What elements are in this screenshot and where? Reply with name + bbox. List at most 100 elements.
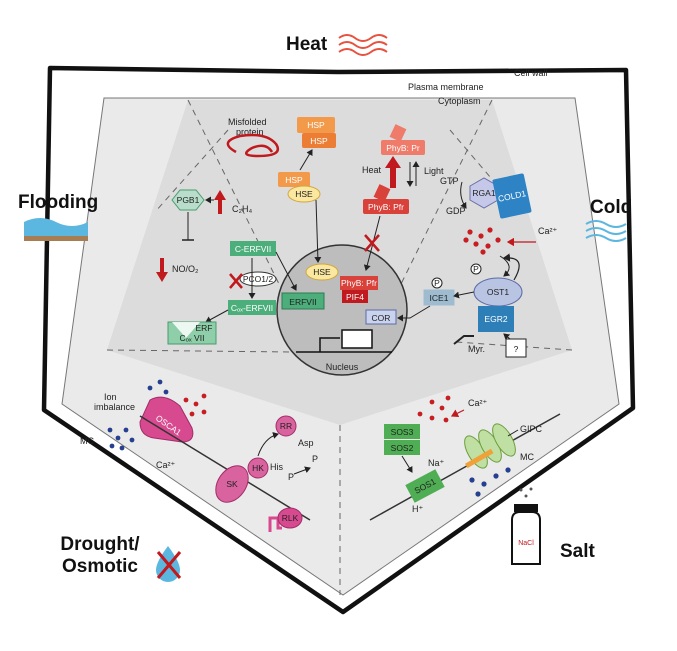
his-label: His (270, 462, 283, 472)
egr2-node: EGR2 (478, 306, 514, 332)
salt-ca-dots (417, 395, 451, 423)
sk-node: SK (215, 465, 249, 503)
drought-mc-label: MC (80, 436, 94, 446)
ost1-to-ice1-arrow (453, 291, 475, 299)
hse-label: HSE (295, 189, 313, 199)
c-erfvii-to-erfvii-arrow (275, 251, 297, 291)
salt-mc-label: MC (520, 452, 534, 462)
phyb-pr-label: PhyB: Pr (386, 143, 420, 153)
sk-label: SK (226, 479, 238, 489)
unknown-signal-node: ? (505, 338, 527, 358)
nacl-label: NaCl (518, 540, 534, 547)
c-erfvii-node: C-ERFVII (230, 241, 276, 256)
heat-waves-icon (338, 34, 388, 56)
salt-ca-label: Ca²⁺ (468, 398, 488, 408)
cold-ca-dots (463, 227, 501, 255)
membrane-line-salt (369, 413, 561, 521)
ost1-feedback-arrow (502, 253, 520, 281)
ice1-node: ICE1 (423, 289, 455, 306)
pif4-node: PIF4 (342, 290, 368, 303)
heat-up-arrow-icon (385, 156, 401, 188)
myr-label: Myr. (468, 344, 485, 354)
block-x-icon (364, 234, 380, 252)
cox-erfvii-node: Cₒₓ-ERFVII (228, 300, 276, 315)
unknown-signal-label: ? (514, 344, 519, 354)
heat-stress-label: Heat (286, 34, 328, 55)
hsp-mid-label: HSP (310, 136, 328, 146)
phyb-pr-node: PhyB: Pr (381, 124, 425, 155)
erfvii-label: ERFVII (289, 297, 316, 307)
hk-label: HK (252, 463, 264, 473)
myristoyl-anchor (453, 335, 474, 345)
cell-wall-label: Cell wall (514, 68, 548, 78)
pgb1-label: PGB1 (177, 195, 200, 205)
hsp-node-top: HSP (297, 117, 335, 133)
hse-node: HSE (287, 185, 321, 203)
ost1-node: OST1 (473, 277, 523, 307)
asp-label: Asp (298, 438, 314, 448)
cold1-node: COLD1 (492, 173, 532, 219)
flooding-stress-label: Flooding (18, 192, 98, 213)
his-to-asp-arrow (293, 466, 311, 475)
his-p-label: P (288, 472, 294, 482)
ca-to-ost1-arrow (499, 255, 511, 277)
plasma-membrane-label: Plasma membrane (408, 82, 484, 92)
ethylene-up-arrow-icon (214, 190, 226, 214)
rga1-label: RGA1 (472, 188, 495, 198)
ion-imbalance-label-2: imbalance (94, 402, 135, 412)
gipc-channel (464, 423, 516, 469)
c2h4-label: C₂H₄ (232, 204, 252, 214)
hk-node: HK (247, 457, 269, 479)
cox-erfvii-label: Cₒₓ-ERFVII (231, 303, 273, 313)
nucleus-hse-node: HSE (305, 263, 339, 281)
heat-label: Heat (362, 165, 382, 175)
hsp-node-bottom: HSP (278, 172, 310, 187)
gtp-gdp-arrow (460, 181, 467, 209)
drought-stress-label-1: Drought/ (60, 534, 140, 555)
water-drop-icon (156, 546, 182, 582)
ost1-p-label: P (473, 264, 479, 274)
gipc-label: GIPC (520, 424, 543, 434)
cytoplasm-label: Cytoplasm (438, 96, 481, 106)
misfolded-label-1: Misfolded (228, 117, 267, 127)
sos2-label: SOS2 (391, 443, 414, 453)
ost1-label: OST1 (487, 287, 509, 297)
rlk-node: RLK (268, 507, 303, 532)
drought-mc-dots (107, 379, 169, 451)
ost1-phospho-icon (470, 263, 482, 275)
nucleus-phyb-pfr-label: PhyB: Pfr (341, 278, 377, 288)
rr-label: RR (280, 421, 292, 431)
hsp-top-label: HSP (307, 120, 325, 130)
pif4-label: PIF4 (346, 292, 364, 302)
drought-ca-label: Ca²⁺ (156, 460, 176, 470)
degraded-erfvii-node: ERF Cₒₓ VII (167, 321, 217, 345)
cor-node: COR (365, 309, 397, 325)
nucleus-phyb-pfr-node: PhyB: Pfr (340, 276, 378, 290)
phyb-pfr-label: PhyB: Pfr (368, 202, 404, 212)
sos2-to-sos1-arrow (401, 455, 413, 473)
hk-to-rr-arrow (257, 432, 279, 457)
ice1-phospho-icon (431, 277, 443, 289)
cold-stress-label: Cold (590, 197, 632, 218)
misfolded-label-2: protein (236, 127, 264, 137)
gene-promoter (296, 329, 392, 353)
no-o2-label: NO/O₂ (172, 264, 199, 274)
unknown-to-egr2-arrow (503, 333, 511, 340)
water-icon (24, 218, 88, 241)
cox-to-degraded-arrow (205, 309, 229, 323)
cor-label: COR (372, 313, 391, 323)
drought-stress-label-2: Osmotic (62, 556, 138, 577)
h-label: H⁺ (412, 504, 423, 514)
hse-to-nucleus-arrow (314, 199, 322, 263)
degraded-label-1: ERF (196, 323, 213, 333)
misfolded-protein (226, 133, 280, 158)
rlk-label: RLK (282, 513, 299, 523)
hsp-bottom-label: HSP (285, 175, 303, 185)
membrane-line-drought (139, 415, 311, 521)
phyb-pfr-node: PhyB: Pfr (363, 184, 409, 214)
na-label: Na⁺ (428, 458, 445, 468)
ice1-p-label: P (434, 278, 440, 288)
light-label: Light (424, 166, 444, 176)
sos3-label: SOS3 (391, 427, 414, 437)
